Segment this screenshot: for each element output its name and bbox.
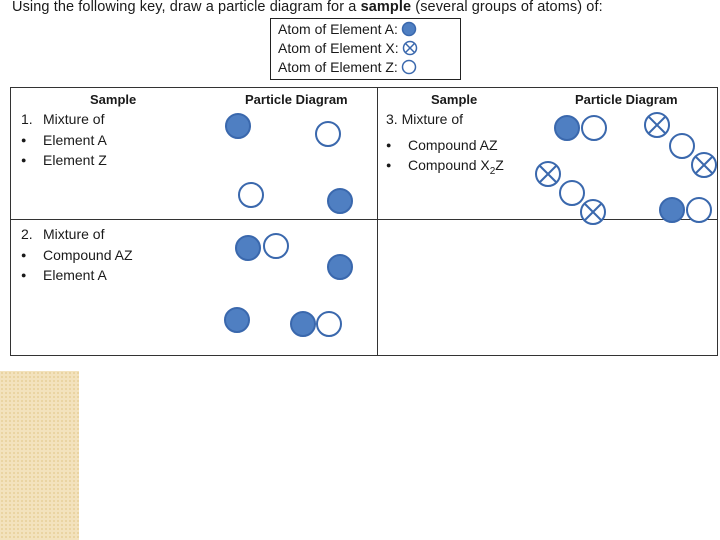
atom-z bbox=[581, 115, 607, 141]
table-row-divider bbox=[11, 219, 717, 220]
atom-z bbox=[316, 311, 342, 337]
cell-2-sample: 2.Mixture of ●Compound AZ ●Element A bbox=[21, 224, 133, 286]
key-label-element-a: Atom of Element A: bbox=[278, 21, 398, 37]
atom-a bbox=[224, 307, 250, 333]
atom-a bbox=[327, 254, 353, 280]
atom-a bbox=[290, 311, 316, 337]
atom-z bbox=[238, 182, 264, 208]
decorative-pattern-block bbox=[0, 371, 79, 540]
open-circle-icon bbox=[401, 59, 417, 75]
cell-2-item-2: ●Element A bbox=[21, 267, 107, 283]
atom-z bbox=[669, 133, 695, 159]
instruction-text: Using the following key, draw a particle… bbox=[12, 0, 603, 15]
header-sample-left: Sample bbox=[90, 92, 137, 107]
key-row-element-x: Atom of Element X: bbox=[278, 40, 418, 56]
particle-diagrams bbox=[224, 112, 717, 337]
crossed-circle-icon bbox=[402, 40, 417, 56]
cell-1-item-1: ●Element A bbox=[21, 131, 107, 148]
header-sample-right: Sample bbox=[431, 92, 478, 107]
table-column-divider bbox=[377, 88, 378, 355]
cell-2-heading: 2.Mixture of bbox=[21, 226, 105, 242]
atom-z bbox=[559, 180, 585, 206]
header-diagram-left: Particle Diagram bbox=[245, 92, 348, 107]
cell-3-item-2: ●Compound X2Z bbox=[386, 157, 504, 177]
atom-z bbox=[315, 121, 341, 147]
atom-x bbox=[535, 161, 561, 187]
cell-3-heading: 3. Mixture of bbox=[386, 111, 464, 127]
instruction-bold-word: sample bbox=[360, 0, 412, 15]
atom-a bbox=[554, 115, 580, 141]
key-label-element-z: Atom of Element Z: bbox=[278, 59, 398, 75]
atom-x bbox=[580, 199, 606, 225]
header-diagram-right: Particle Diagram bbox=[575, 92, 678, 107]
atom-x bbox=[644, 112, 670, 138]
atom-a bbox=[235, 235, 261, 261]
instruction-start: Using the following key, draw a particle… bbox=[12, 0, 361, 15]
cell-2-item-1: ●Compound AZ bbox=[21, 246, 133, 263]
instruction-end: (several groups of atoms) of: bbox=[411, 0, 603, 15]
atom-z bbox=[686, 197, 712, 223]
key-row-element-z: Atom of Element Z: bbox=[278, 59, 417, 75]
atom-key: Atom of Element A: Atom of Element X: At… bbox=[270, 18, 461, 80]
key-row-element-a: Atom of Element A: bbox=[278, 21, 417, 37]
cell-1-heading: 1.Mixture of bbox=[21, 111, 105, 127]
atom-x bbox=[691, 152, 717, 178]
cell-1-sample: 1.Mixture of ●Element A ●Element Z bbox=[21, 109, 107, 171]
atom-z bbox=[263, 233, 289, 259]
sample-table: Sample Particle Diagram Sample Particle … bbox=[10, 87, 718, 356]
cell-3-item-1: ●Compound AZ bbox=[386, 136, 498, 153]
key-label-element-x: Atom of Element X: bbox=[278, 40, 399, 56]
atom-a bbox=[327, 188, 353, 214]
atom-a bbox=[659, 197, 685, 223]
cell-1-item-2: ●Element Z bbox=[21, 152, 107, 168]
filled-circle-icon bbox=[401, 21, 417, 37]
cell-3-sample: 3. Mixture of ●Compound AZ ●Compound X2Z bbox=[386, 109, 504, 182]
atom-a bbox=[225, 113, 251, 139]
